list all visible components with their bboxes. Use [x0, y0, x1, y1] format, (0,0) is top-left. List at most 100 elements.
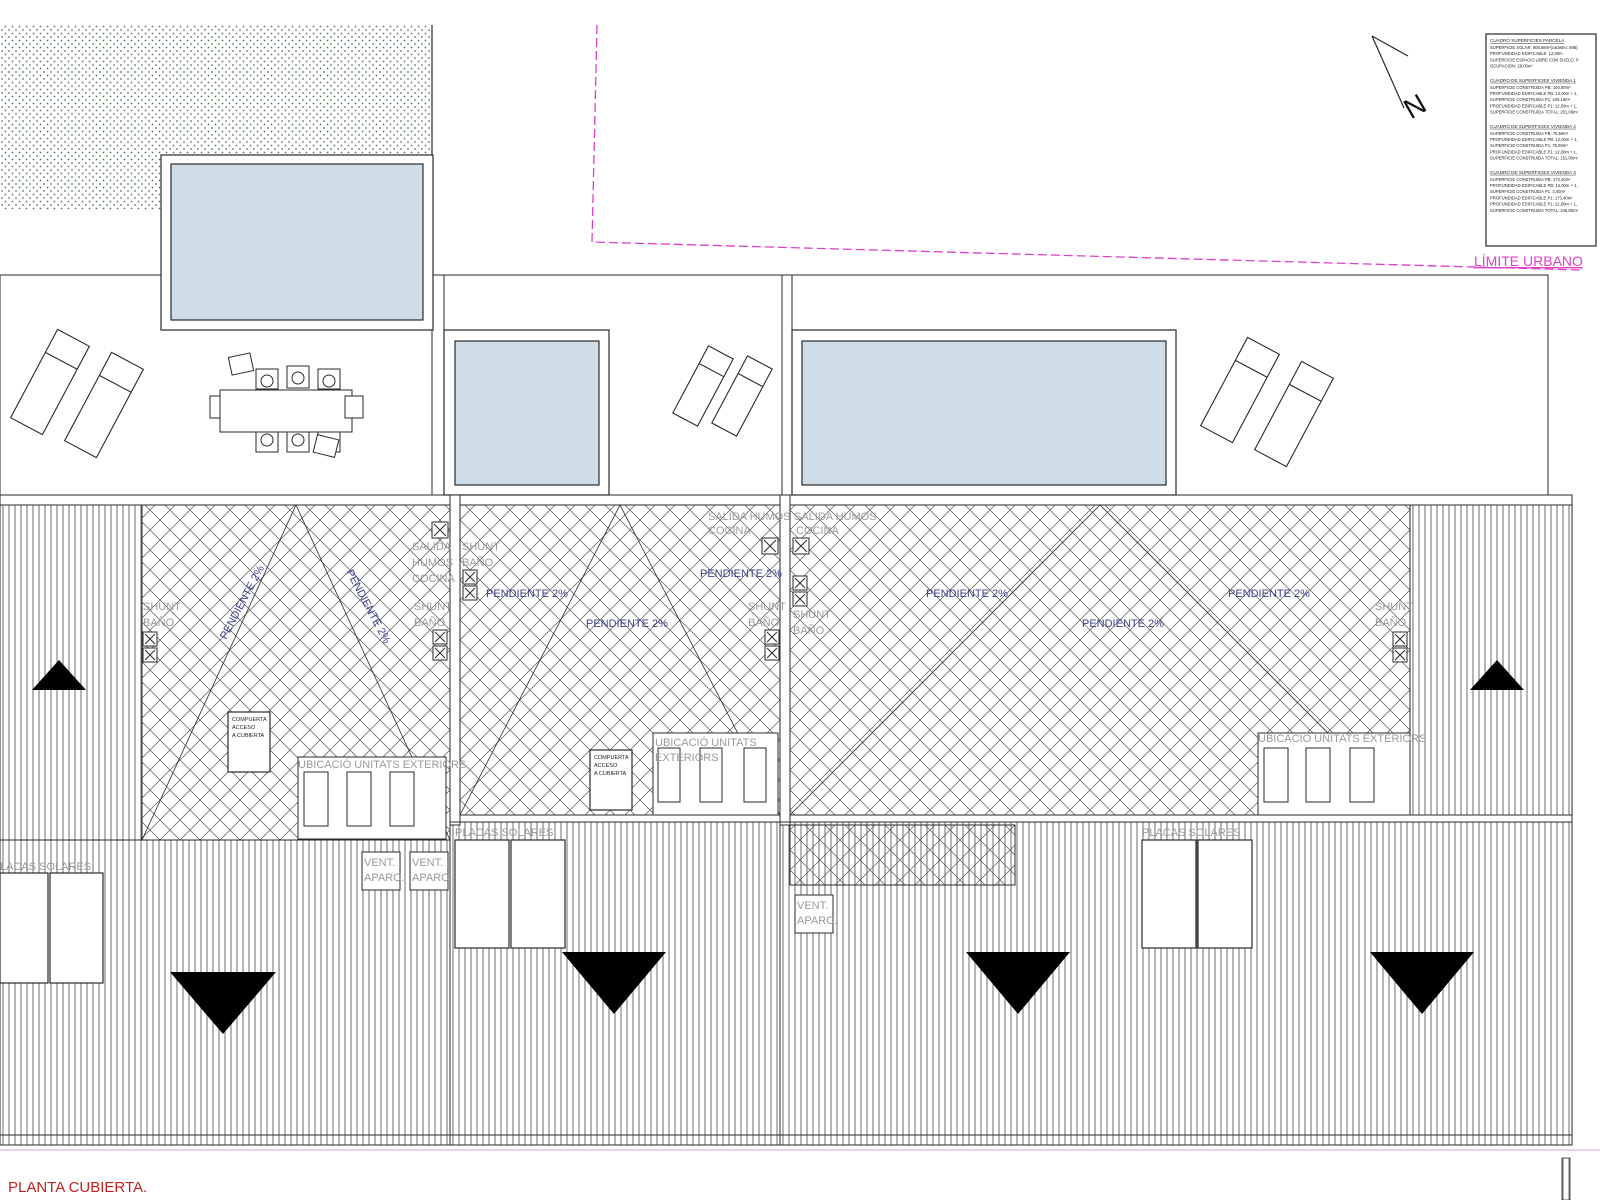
surface-table-line: PROFUNDIDAD EDIFICABLE P1: 173,40m²: [1490, 195, 1573, 200]
hatch-label: ACCESO: [232, 725, 256, 731]
vent-label: VENT.: [364, 857, 395, 869]
pool-2: [454, 340, 600, 486]
surface-table: CUADRO SUPERFICIES PARCELA SUPERFICIE SOL…: [1490, 38, 1579, 213]
surface-table-line: SUPERFICIE ESPACIO LIBRE CON SUELO: P: [1490, 57, 1579, 62]
surface-table-line: SUPERFICIE CONSTRUIDA TOTAL: 151,00m²: [1490, 156, 1579, 161]
surface-table-line: PROFUNDIDAD EDIFICABLE PB: 12,00m + 1,: [1490, 137, 1578, 142]
bano-label: BAÑO: [748, 616, 780, 629]
vent-label: VENT.: [412, 857, 443, 869]
surface-table-line: SUPERFICIE CONSTRUIDA P1: 3,40m²: [1490, 189, 1566, 194]
urban-limit-line: [591, 24, 1581, 271]
surface-table-line: SUPERFICIE CONSTRUIDA P1: 100,19m²: [1490, 97, 1571, 102]
surface-table-heading: CUADRO DE SUPERFICIES VIVIENDA 2: [1490, 124, 1576, 129]
surface-table-line: PROFUNDIDAD EDIFICABLE PB: 12,00m + 1,: [1490, 183, 1578, 188]
surface-table-line: PROFUNDIDAD EDIFICABLE P1: 12,00m + 1,: [1490, 149, 1577, 154]
salida-label: SALIDA: [412, 541, 452, 553]
hatch-label: A CUBIERTA: [232, 733, 265, 739]
drawing-title: PLANTA CUBIERTA.: [8, 1179, 147, 1196]
terrace-mid-wall: [781, 274, 793, 496]
shunt-label: SHUNT: [414, 601, 452, 613]
bano-label: BAÑO: [414, 616, 446, 629]
solar-panels-label: PLACAS SOLARES: [455, 827, 553, 839]
vent-label: VENT.: [797, 900, 828, 912]
outdoor-units-label: UBICACIÓ UNITATS: [655, 736, 757, 749]
shunt-label: SHUNT: [748, 601, 786, 613]
hatch-label: ACCESO: [594, 763, 618, 769]
outdoor-units-label: UBICACIÓ UNITATS EXTERIORS: [298, 758, 466, 771]
corner-mark: [1561, 1157, 1571, 1200]
sun-lounger-icon: [63, 351, 145, 459]
slope-arrow-up-icon: [32, 660, 86, 690]
surface-table-box: [1485, 33, 1597, 247]
cocina-label: COCINA: [796, 525, 839, 537]
party-wall-1: [449, 494, 461, 826]
flat-roof-small: [789, 824, 1016, 886]
shunt-label: SHUNT: [1375, 601, 1413, 613]
surface-table-line: SUPERFICIE CONSTRUIDA TOTAL: 201,09m²: [1490, 110, 1579, 115]
sun-lounger-icon: [711, 355, 773, 437]
outdoor-units-label: UBICACIÓ UNITATS EXTERIORS: [1258, 732, 1426, 745]
slope-arrow-down-icon: [1370, 952, 1474, 1014]
slope-arrow-down-icon: [966, 952, 1070, 1014]
solar-panels-label: LACAS SOLARES: [0, 861, 91, 873]
salida-humos-label: SALIDA HUMOS: [708, 511, 791, 523]
surface-table-line: PROFUNDIDAD EDIFICABLE: 12,00m: [1490, 51, 1563, 56]
dining-table-icon: [209, 352, 364, 458]
sun-lounger-icon: [1199, 336, 1281, 444]
cocina-label: COCINA: [412, 573, 455, 585]
solar-panels: [0, 839, 1253, 984]
shunt-vent-icons: [142, 521, 1408, 663]
surface-table-line: PROFUNDIDAD EDIFICABLE P1: 12,00m + 1,: [1490, 103, 1577, 108]
sun-lounger-icon: [9, 328, 91, 436]
urban-limit-label: LÍMITE URBANO: [1474, 253, 1583, 269]
surface-table-heading: CUADRO SUPERFICIES PARCELA: [1490, 38, 1565, 43]
cocina-label: COCINA: [708, 525, 751, 537]
pool-1: [170, 163, 424, 321]
surface-table-line: SUPERFICIE CONSTRUIDA PB: 100,90m²: [1490, 85, 1571, 90]
surface-table-line: PROFUNDIDAD EDIFICABLE P1: 12,00m + 1,: [1490, 202, 1577, 207]
solar-panels-label: PLACAS SOLARES: [1142, 827, 1240, 839]
north-arrow-icon: [1371, 35, 1409, 109]
slope-label: PENDIENTE 2%: [926, 588, 1008, 600]
salida-humos-label: SALIDA HUMOS: [794, 511, 877, 523]
slope-arrow-down-icon: [562, 952, 666, 1014]
surface-table-heading: CUADRO DE SUPERFICIES VIVIENDA 3: [1490, 170, 1576, 175]
slope-arrow-down-icon: [170, 972, 276, 1034]
surface-table-line: OCUPACIÓN: 28,00m²: [1490, 64, 1533, 69]
sun-lounger-icon: [1253, 360, 1335, 468]
bano-label: BAÑO: [1375, 616, 1407, 629]
hatch-label: COMPUERTA: [594, 755, 629, 761]
surface-table-line: SUPERFICIE SOLAR: 905,88m²(catastro: 898…: [1490, 45, 1578, 50]
sloped-roof-left: [0, 504, 143, 841]
hatch-label: COMPUERTA: [232, 717, 267, 723]
bano-label: BAÑO: [793, 624, 825, 637]
terrace-left-wall: [431, 274, 445, 496]
party-wall-2: [779, 494, 791, 826]
slope-arrow-up-icon: [1470, 660, 1524, 690]
slope-label: PENDIENTE 2%: [486, 588, 568, 600]
humos-label: HUMOS: [412, 557, 453, 569]
slope-label: PENDIENTE 2%: [1228, 588, 1310, 600]
roof-hatch: [227, 711, 271, 773]
shunt-label: SHUNT: [143, 601, 181, 613]
roof-hatch: [589, 749, 633, 811]
slope-label: PENDIENTE 2%: [586, 618, 668, 630]
slope-label: PENDIENTE 2%: [700, 568, 782, 580]
north-label: N: [1398, 88, 1431, 125]
sloped-roof-right: [1409, 504, 1573, 816]
slope-label: PENDIENTE 2%: [1082, 618, 1164, 630]
aparc-label: APARC.: [797, 915, 837, 927]
surface-table-line: SUPERFICIE CONSTRUIDA TOTAL: 346,80m²: [1490, 208, 1579, 213]
sun-lounger-icon: [672, 345, 734, 427]
surface-table-line: SUPERFICIE CONSTRUIDA PB: 75,50m²: [1490, 131, 1569, 136]
outdoor-units-zone: [297, 732, 1411, 840]
surface-table-line: PROFUNDIDAD EDIFICABLE PB: 12,00m + 1,: [1490, 91, 1578, 96]
parking-vent-boxes: [361, 851, 834, 934]
shunt-label: SHUNT: [462, 541, 500, 553]
bano-label: BAÑO: [143, 616, 175, 629]
aparc-label: APARC.: [412, 872, 452, 884]
outdoor-units-label: EXTERIORS: [655, 752, 719, 764]
aparc-label: APARC.: [364, 872, 404, 884]
pool-3: [801, 340, 1167, 486]
